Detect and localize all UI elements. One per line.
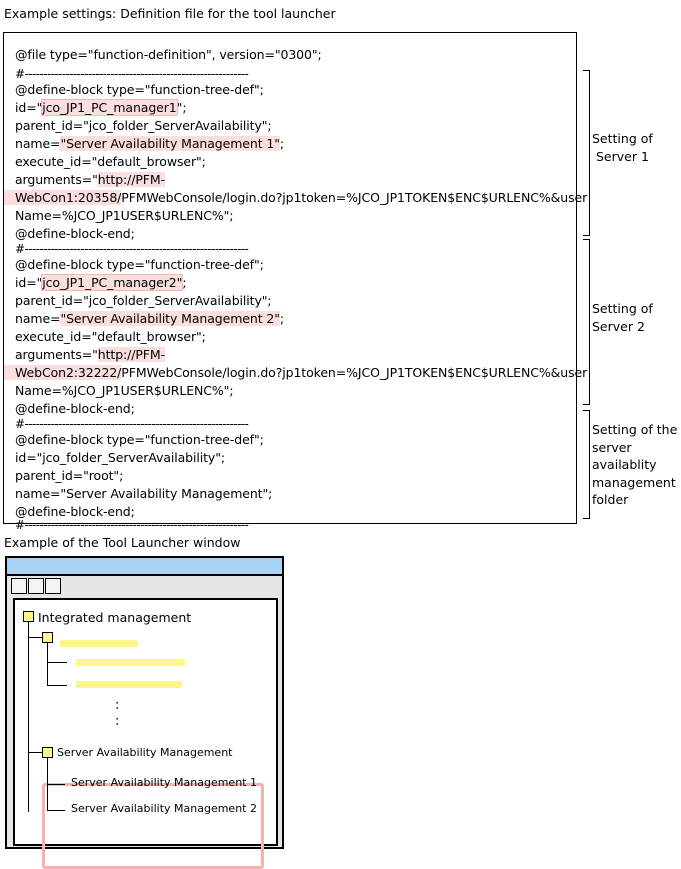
block3-parent-line: parent_id="root"; bbox=[15, 468, 124, 483]
tree-branch-line bbox=[47, 810, 65, 811]
tree-branch-line bbox=[47, 685, 67, 686]
block1-end-line: @define-block-end; bbox=[15, 226, 135, 241]
window-button-2[interactable] bbox=[28, 578, 44, 594]
window-button-3[interactable] bbox=[45, 578, 61, 594]
block2-args-line1: arguments="http://PFM- bbox=[15, 347, 165, 362]
separator-line: #---------------------------------------… bbox=[15, 417, 249, 431]
block3-id-line: id="jco_folder_ServerAvailability"; bbox=[15, 450, 225, 465]
placeholder-item-bar[interactable] bbox=[60, 640, 138, 647]
settings-caption: Example settings: Definition file for th… bbox=[4, 6, 336, 21]
tree-branch-line bbox=[47, 662, 67, 663]
block1-name-line: name="Server Availability Management 1"; bbox=[15, 136, 285, 151]
separator-line: #---------------------------------------… bbox=[15, 242, 249, 256]
tree-branch-line bbox=[47, 784, 65, 785]
block1-id-line: id="jco_JP1_PC_manager1"; bbox=[15, 99, 187, 116]
block2-url-highlight-2: WebCon2:32222/ bbox=[4, 365, 121, 380]
block2-parent-line: parent_id="jco_folder_ServerAvailability… bbox=[15, 293, 272, 308]
tree-branch-line bbox=[28, 752, 42, 753]
ellipsis-bottom: : bbox=[115, 714, 120, 729]
tree-branch-line bbox=[28, 637, 42, 638]
block3-end-line: @define-block-end; bbox=[15, 504, 135, 519]
folder-icon bbox=[42, 632, 53, 643]
block2-name-line: name="Server Availability Management 2"; bbox=[15, 311, 285, 326]
ellipsis-top: : bbox=[115, 698, 120, 713]
block1-define-line: @define-block type="function-tree-def"; bbox=[15, 82, 264, 97]
tree-trunk-line bbox=[28, 622, 29, 812]
block2-args-line3: Name=%JCO_JP1USER$URLENC%"; bbox=[15, 383, 234, 398]
block1-args-line2: WebCon1:20358/PFMWebConsole/login.do?jp1… bbox=[4, 189, 587, 206]
placeholder-item-bar[interactable] bbox=[76, 659, 185, 666]
tool-launcher-window: Integrated management : : Server Availab… bbox=[5, 556, 284, 869]
block1-args-line1: arguments="http://PFM- bbox=[15, 172, 165, 187]
server1-label: Setting of Server 1 bbox=[592, 131, 653, 164]
block2-define-line: @define-block type="function-tree-def"; bbox=[15, 257, 264, 272]
tree-child1-label[interactable]: Server Availability Management 1 bbox=[71, 776, 257, 789]
definition-file-box: @file type="function-definition", versio… bbox=[3, 32, 587, 531]
block2-end-line: @define-block-end; bbox=[15, 401, 135, 416]
block3-define-line: @define-block type="function-tree-def"; bbox=[15, 432, 264, 447]
block2-execute-line: execute_id="default_browser"; bbox=[15, 329, 206, 344]
folder-icon bbox=[42, 747, 53, 758]
placeholder-item-bar[interactable] bbox=[76, 681, 182, 688]
tree-branch-line bbox=[47, 643, 48, 685]
block1-name-highlight: "Server Availability Management 1" bbox=[60, 136, 280, 151]
block1-url-highlight-2: WebCon1:20358/ bbox=[4, 190, 121, 205]
block2-id-line: id="jco_JP1_PC_manager2"; bbox=[15, 274, 187, 291]
separator-line: #---------------------------------------… bbox=[15, 67, 249, 81]
block2-url-highlight-1: http://PFM- bbox=[97, 347, 165, 362]
folder-label: Setting of the server availablity manage… bbox=[592, 422, 678, 507]
block2-args-line2: WebCon2:32222/PFMWebConsole/login.do?jp1… bbox=[4, 364, 587, 381]
block1-parent-line: parent_id="jco_folder_ServerAvailability… bbox=[15, 118, 272, 133]
block3-name-line: name="Server Availability Management"; bbox=[15, 486, 273, 501]
folder-icon bbox=[23, 611, 34, 622]
tree-group-label[interactable]: Server Availability Management bbox=[57, 746, 233, 759]
server2-label: Setting of Server 2 bbox=[592, 301, 653, 334]
window-button-1[interactable] bbox=[11, 578, 27, 594]
server-availability-group-highlight bbox=[42, 783, 264, 869]
block2-name-highlight: "Server Availability Management 2" bbox=[60, 311, 280, 326]
server2-brace bbox=[583, 239, 590, 405]
window-caption: Example of the Tool Launcher window bbox=[4, 535, 241, 550]
block2-id-highlight: jco_JP1_PC_manager2" bbox=[41, 274, 184, 291]
server1-brace bbox=[583, 70, 590, 236]
block1-args-line3: Name=%JCO_JP1USER$URLENC%"; bbox=[15, 208, 234, 223]
tree-child2-label[interactable]: Server Availability Management 2 bbox=[71, 802, 257, 815]
block1-id-highlight: jco_JP1_PC_manager1 bbox=[41, 99, 178, 116]
window-titlebar[interactable] bbox=[7, 558, 282, 576]
block1-execute-line: execute_id="default_browser"; bbox=[15, 154, 206, 169]
block1-url-highlight-1: http://PFM- bbox=[97, 172, 165, 187]
tree-panel: Integrated management : : Server Availab… bbox=[13, 598, 278, 869]
folder-brace bbox=[583, 410, 590, 519]
file-header-line: @file type="function-definition", versio… bbox=[15, 47, 322, 62]
separator-line: #---------------------------------------… bbox=[15, 518, 249, 532]
tree-root-label[interactable]: Integrated management bbox=[38, 610, 192, 625]
